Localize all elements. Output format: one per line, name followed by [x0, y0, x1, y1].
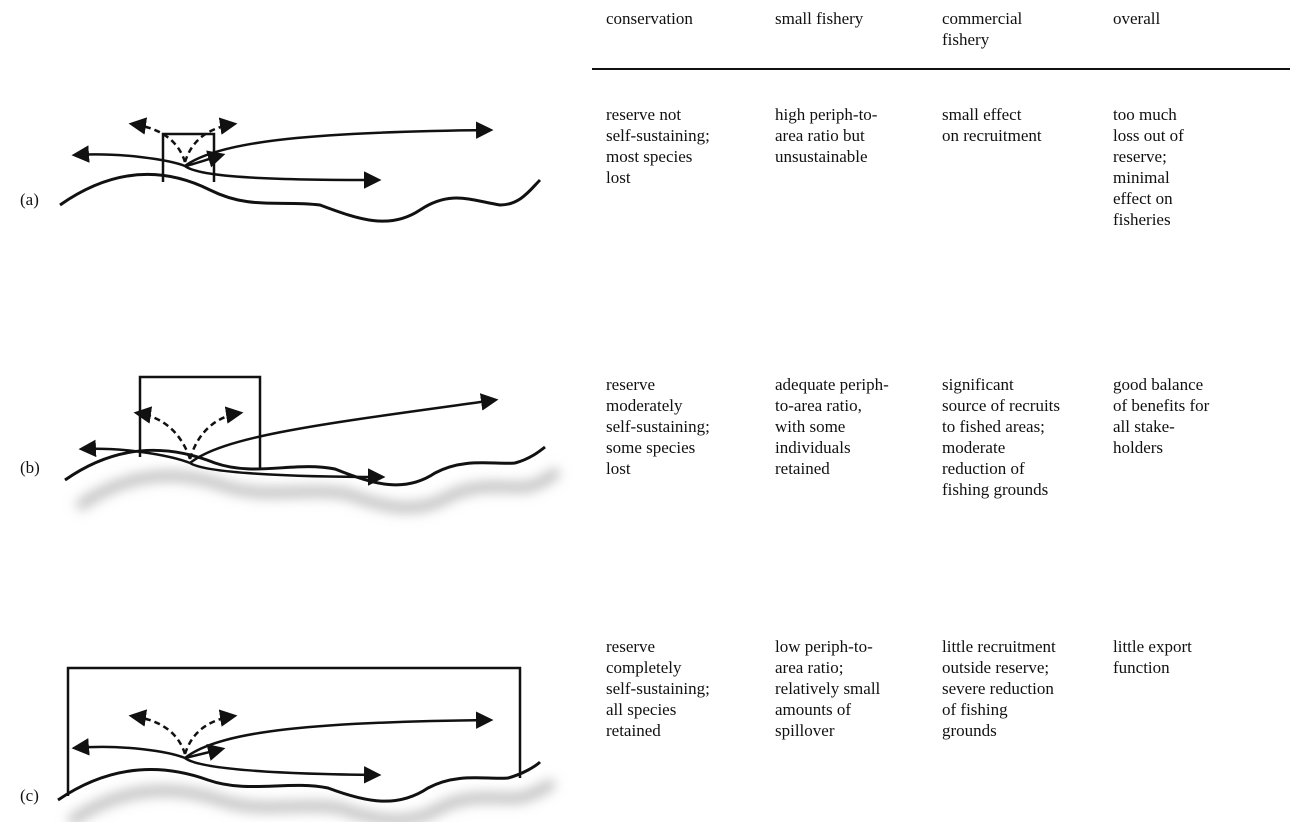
cell-a-commercial-fishery: small effect on recruitment	[942, 105, 1042, 145]
coastline	[59, 172, 542, 223]
row-label-a: (a)	[20, 190, 39, 209]
larval-dispersal-arrow	[71, 738, 186, 760]
larval-dispersal-arrow	[184, 743, 226, 761]
cell-a-overall: too much loss out of reserve; minimal ef…	[1113, 105, 1184, 229]
larval-dispersal-arrow	[189, 461, 386, 486]
retention-arrow	[188, 406, 244, 460]
retention-arrow	[183, 117, 238, 163]
diagram-large-reserve	[57, 666, 557, 822]
retention-arrow	[183, 709, 238, 755]
larval-dispersal-arrow	[78, 439, 191, 465]
retention-arrow	[128, 709, 187, 755]
larval-dispersal-arrow	[184, 164, 382, 189]
cell-a-small-fishery: high periph-to- area ratio but unsustain…	[775, 105, 878, 166]
header-overall: overall	[1113, 9, 1161, 28]
coastline-shadow	[67, 778, 557, 822]
diagram-small-reserve	[59, 117, 542, 223]
retention-arrow	[128, 117, 187, 163]
cell-b-commercial-fishery: significant source of recruits to fished…	[942, 375, 1061, 499]
row-label-b: (b)	[20, 458, 40, 477]
larval-dispersal-arrow	[184, 150, 226, 168]
cell-b-conservation: reserve moderately self-sustaining; some…	[606, 375, 710, 478]
header-commercial-fishery: commercial fishery	[942, 9, 1023, 49]
larval-dispersal-arrow	[71, 145, 186, 168]
cell-c-small-fishery: low periph-to- area ratio; relatively sm…	[775, 637, 881, 740]
row-label-c: (c)	[20, 786, 39, 805]
diagram-medium-reserve	[64, 375, 562, 513]
header-conservation: conservation	[606, 9, 693, 28]
larval-dispersal-arrow	[184, 121, 494, 168]
cell-a-conservation: reserve not self-sustaining; most specie…	[606, 105, 710, 187]
larval-dispersal-arrow	[189, 393, 499, 464]
coastline-shadow	[75, 467, 562, 513]
header-rule	[592, 68, 1290, 70]
cell-b-small-fishery: adequate periph- to-area ratio, with som…	[775, 375, 889, 478]
cell-c-overall: little export function	[1113, 637, 1192, 677]
coastline	[57, 760, 542, 803]
header-small-fishery: small fishery	[775, 9, 864, 28]
cell-c-commercial-fishery: little recruitment outside reserve; seve…	[942, 637, 1056, 740]
larval-dispersal-arrow	[184, 756, 382, 784]
reserve-boundary	[66, 666, 522, 796]
cell-c-conservation: reserve completely self-sustaining; all …	[606, 637, 710, 740]
larval-dispersal-arrow	[184, 711, 494, 759]
cell-b-overall: good balance of benefits for all stake- …	[1113, 375, 1210, 457]
